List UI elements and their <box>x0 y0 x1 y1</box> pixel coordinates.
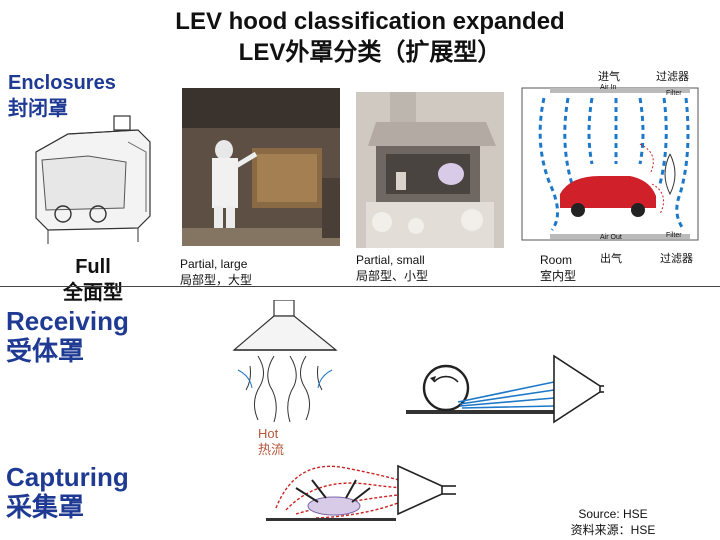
label-filter-bottom-zh: 过滤器 <box>660 253 693 265</box>
partial-hood-image <box>356 92 504 248</box>
label-filter-zh: 过滤器 <box>656 71 689 83</box>
category-receiving-en: Receiving <box>6 306 129 336</box>
category-enclosures-zh: 封闭罩 <box>8 98 68 120</box>
label-air-out-zh: 出气 <box>600 253 622 265</box>
glove-box-sketch <box>28 112 158 252</box>
grinding-wheel-illustration <box>406 354 604 424</box>
grinding-wheel-diagram <box>404 346 604 426</box>
label-filter-top: Filter <box>666 90 682 97</box>
category-enclosures: Enclosures 封闭罩 <box>8 70 116 122</box>
caption-room: Room 室内型 <box>540 252 576 284</box>
caption-partial-large-en: Partial, large <box>180 257 248 271</box>
label-air-in: Air In <box>600 84 617 91</box>
title-english: LEV hood classification expanded <box>175 8 565 35</box>
category-capturing: Capturing 采集罩 <box>6 462 129 522</box>
photo-partial-small <box>356 92 504 248</box>
category-receiving-zh: 受体罩 <box>6 336 85 366</box>
label-air-out: Air Out <box>600 234 622 241</box>
category-full-zh: 全面型 <box>63 282 123 304</box>
canopy-hood-diagram <box>228 299 348 430</box>
caption-partial-small-zh: 局部型、小型 <box>356 269 429 283</box>
caption-room-zh: 室内型 <box>540 269 577 283</box>
room-diagram: Air In Filter Air Out Filter <box>520 84 700 244</box>
caption-partial-large-zh: 局部型，大型 <box>180 273 253 287</box>
label-filter-bottom: Filter <box>666 232 682 239</box>
spray-booth-image <box>182 88 340 246</box>
label-hot-zh: 热流 <box>258 442 285 457</box>
label-hot-en: Hot <box>258 426 279 441</box>
category-full: Full 全面型 <box>58 254 128 306</box>
source-credit-en: Source: HSE <box>578 507 648 521</box>
category-capturing-zh: 采集罩 <box>6 492 85 522</box>
caption-room-en: Room <box>540 253 573 267</box>
canopy-hood-illustration <box>232 299 338 423</box>
source-credit: Source: HSE 资料来源：HSE <box>558 506 668 538</box>
section-divider <box>0 286 720 287</box>
label-air-in-zh: 进气 <box>598 71 620 83</box>
room-airflow-diagram <box>521 87 699 241</box>
category-full-en: Full <box>75 256 111 278</box>
caption-partial-small: Partial, small 局部型、小型 <box>356 252 428 284</box>
capturing-hood-illustration <box>266 464 456 521</box>
caption-partial-small-en: Partial, small <box>356 253 425 267</box>
page-title: LEV hood classification expanded LEV外罩分类… <box>120 6 620 68</box>
category-enclosures-en: Enclosures <box>8 72 116 94</box>
title-chinese: LEV外罩分类（扩展型） <box>238 39 502 66</box>
source-credit-zh: 资料来源：HSE <box>570 523 656 537</box>
caption-partial-large: Partial, large 局部型，大型 <box>180 256 252 288</box>
category-capturing-en: Capturing <box>6 462 129 492</box>
capturing-hood-diagram <box>256 448 476 528</box>
glove-box-illustration <box>35 115 151 244</box>
photo-partial-large <box>182 88 340 246</box>
category-receiving: Receiving 受体罩 <box>6 306 129 366</box>
label-hot: Hot 热流 <box>258 426 284 458</box>
